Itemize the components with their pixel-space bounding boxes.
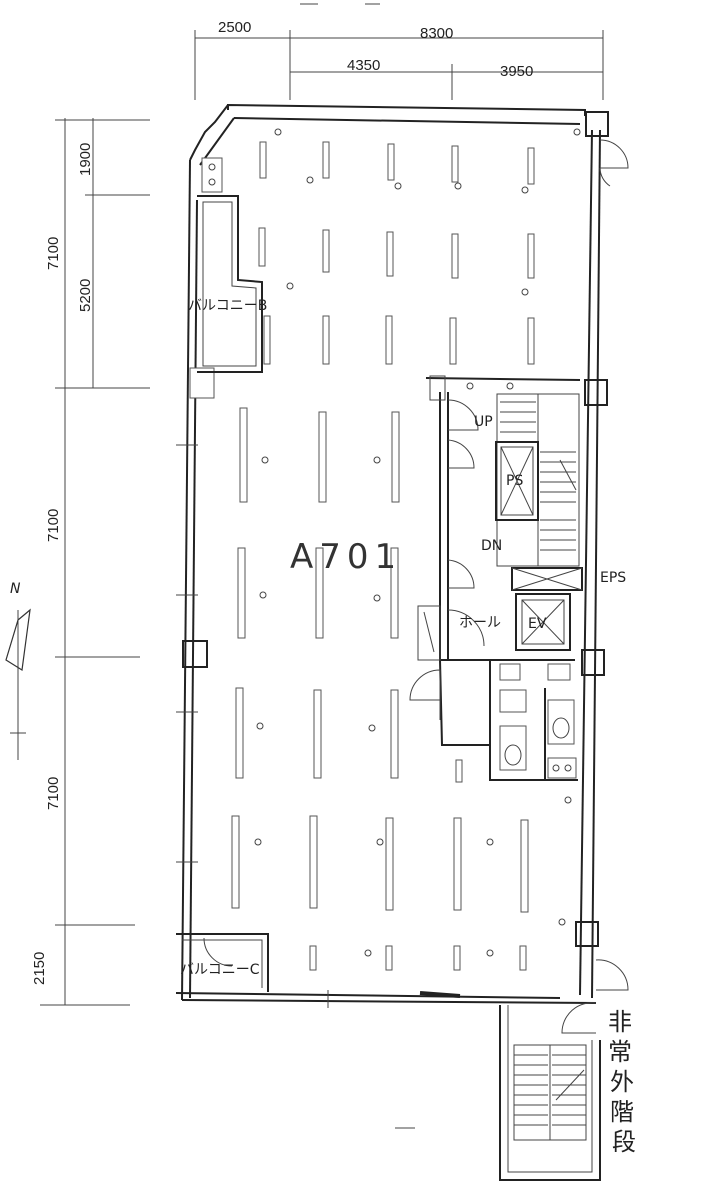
ceiling-lights <box>231 141 535 971</box>
balcony-c <box>176 933 269 992</box>
balcony-b-label: バルコニーB <box>188 298 267 314</box>
dim-top-1: 2500 <box>218 19 251 36</box>
core-walls <box>417 375 581 781</box>
eps-label: EPS <box>600 570 626 586</box>
dim-left-5: 7100 <box>45 777 62 810</box>
balcony-c-label: バルコニーC <box>180 962 260 978</box>
dim-left-2: 1900 <box>77 143 94 176</box>
dim-top-2: 8300 <box>420 25 453 42</box>
dim-top-3: 4350 <box>347 57 380 74</box>
up-label: UP <box>474 414 493 430</box>
dim-left-3: 5200 <box>77 279 94 312</box>
dim-left-4: 7100 <box>45 509 62 542</box>
window-marks <box>176 444 461 1008</box>
elevator-shaft <box>511 567 583 651</box>
hall-label: ホール <box>459 615 501 631</box>
ev-label: EV <box>528 616 547 632</box>
dim-top-4: 3950 <box>500 63 533 80</box>
emergency-stairs-char-5: 段 <box>612 1128 636 1156</box>
dim-left-6: 2150 <box>31 952 48 985</box>
north-arrow-icon <box>5 608 31 760</box>
dn-label: DN <box>481 538 502 554</box>
structural-columns <box>182 111 609 947</box>
north-label: N <box>10 581 21 597</box>
emergency-stairs-char-4: 階 <box>610 1098 634 1126</box>
ceiling-detectors <box>254 128 581 957</box>
emergency-stairs-char-1: 非 <box>608 1008 632 1036</box>
emergency-stairs-char-3: 外 <box>610 1068 634 1096</box>
scan-marks <box>300 3 415 1129</box>
pipe-shaft <box>495 441 539 521</box>
doors <box>409 139 629 1034</box>
emergency-stairs-label: 非 常 外 階 段 <box>608 1008 636 1156</box>
unit-label: A701 <box>290 537 402 577</box>
washroom-fixtures <box>499 663 577 779</box>
dim-left-1: 7100 <box>45 237 62 270</box>
outer-walls <box>175 103 601 1004</box>
internal-stairs <box>496 393 580 567</box>
dimension-lines-left <box>40 118 150 1006</box>
emergency-stairs-char-2: 常 <box>608 1038 632 1066</box>
ps-label: PS <box>506 473 523 489</box>
dimension-lines-top <box>194 30 604 100</box>
balcony-b <box>197 157 263 373</box>
emergency-stairs <box>499 1005 601 1181</box>
